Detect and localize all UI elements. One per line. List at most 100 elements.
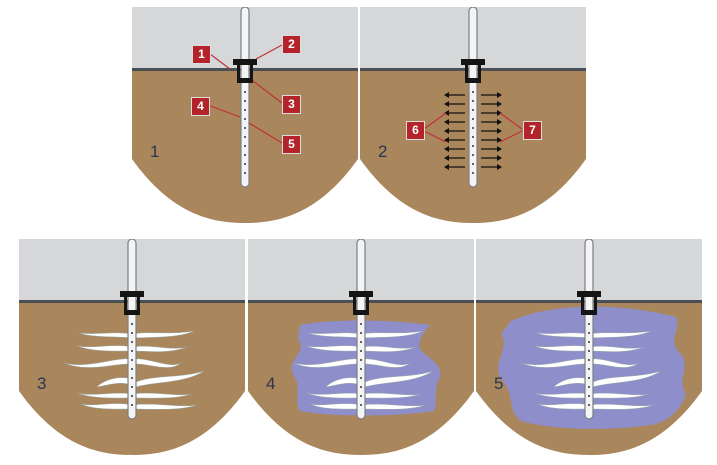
stage-number: 1 [150, 142, 160, 161]
fissure [588, 330, 652, 339]
perforation [588, 332, 590, 334]
arrow-head [497, 128, 502, 134]
callout-leader [499, 112, 523, 130]
panel-illustration [248, 239, 474, 455]
callout-leader [423, 112, 447, 130]
perforation [472, 109, 474, 111]
perforation [472, 172, 474, 174]
arrow-head [444, 137, 449, 143]
perforation [244, 154, 246, 156]
perforation [244, 136, 246, 138]
panel-illustration [476, 239, 702, 455]
perforation [244, 163, 246, 165]
perforation [472, 91, 474, 93]
grout-spread [291, 320, 441, 416]
fissure [360, 403, 427, 410]
fissure [305, 392, 362, 399]
perforation [588, 386, 590, 388]
fissure [533, 345, 590, 352]
fissure [76, 392, 133, 399]
fissure [80, 403, 133, 410]
arrow-head [497, 155, 502, 161]
perforation [131, 368, 133, 370]
perforation [131, 323, 133, 325]
packer [120, 291, 144, 315]
fissure [76, 345, 133, 352]
arrow-head [497, 146, 502, 152]
callout-badge-7: 7 [523, 121, 542, 140]
perforation [588, 359, 590, 361]
callout-badge-2: 2 [282, 35, 301, 54]
callout-leader [248, 122, 283, 144]
callout-leader [499, 130, 523, 143]
perforation [588, 377, 590, 379]
perforation [131, 395, 133, 397]
perforation [360, 377, 362, 379]
arrow-head [444, 110, 449, 116]
callout-leader [207, 104, 241, 118]
fissure [360, 392, 421, 399]
arrow-head [497, 137, 502, 143]
fissure [131, 403, 198, 410]
stage-number: 2 [378, 142, 388, 161]
fissure [588, 370, 662, 389]
perforation [131, 386, 133, 388]
panel-illustration [360, 7, 586, 223]
perforation [360, 350, 362, 352]
fissure [553, 377, 590, 388]
perforation [131, 359, 133, 361]
fissure [131, 370, 205, 389]
fissure [535, 332, 590, 339]
fissure [131, 392, 192, 399]
perforation [360, 386, 362, 388]
panel-illustration [132, 7, 358, 223]
perforation [244, 118, 246, 120]
perforation [472, 127, 474, 129]
fissure [588, 403, 655, 410]
arrow-head [444, 101, 449, 107]
fissure [131, 358, 182, 368]
arrow-head [444, 164, 449, 170]
fissure [537, 403, 590, 410]
panel-3: 3 [19, 239, 245, 457]
packer [233, 59, 257, 83]
perforation [588, 368, 590, 370]
arrow-head [444, 146, 449, 152]
fissure [360, 370, 434, 389]
perforation [360, 404, 362, 406]
perforation [244, 172, 246, 174]
arrow-head [497, 101, 502, 107]
injection-tube [468, 7, 478, 188]
callout-leader [423, 130, 447, 143]
perforation [472, 118, 474, 120]
fissure [588, 358, 639, 368]
arrow-head [444, 128, 449, 134]
injection-tube [356, 239, 366, 420]
callout-leader [209, 53, 231, 70]
fissure [309, 403, 362, 410]
fissure [360, 346, 417, 352]
perforation [244, 100, 246, 102]
arrow-head [497, 164, 502, 170]
callout-leader [252, 80, 283, 104]
arrow-head [444, 119, 449, 125]
fissure [360, 330, 424, 339]
packer [461, 59, 485, 83]
perforation [472, 145, 474, 147]
perforation [588, 323, 590, 325]
perforation [472, 136, 474, 138]
fissure [131, 346, 188, 352]
packer [577, 291, 601, 315]
perforation [360, 332, 362, 334]
perforation [244, 127, 246, 129]
arrow-head [497, 92, 502, 98]
fissure [292, 358, 362, 368]
perforation [588, 395, 590, 397]
callout-badge-1: 1 [192, 45, 211, 64]
injection-tube [584, 239, 594, 420]
injection-tube [240, 7, 250, 188]
fissure [325, 377, 362, 388]
callout-badge-3: 3 [282, 95, 301, 114]
